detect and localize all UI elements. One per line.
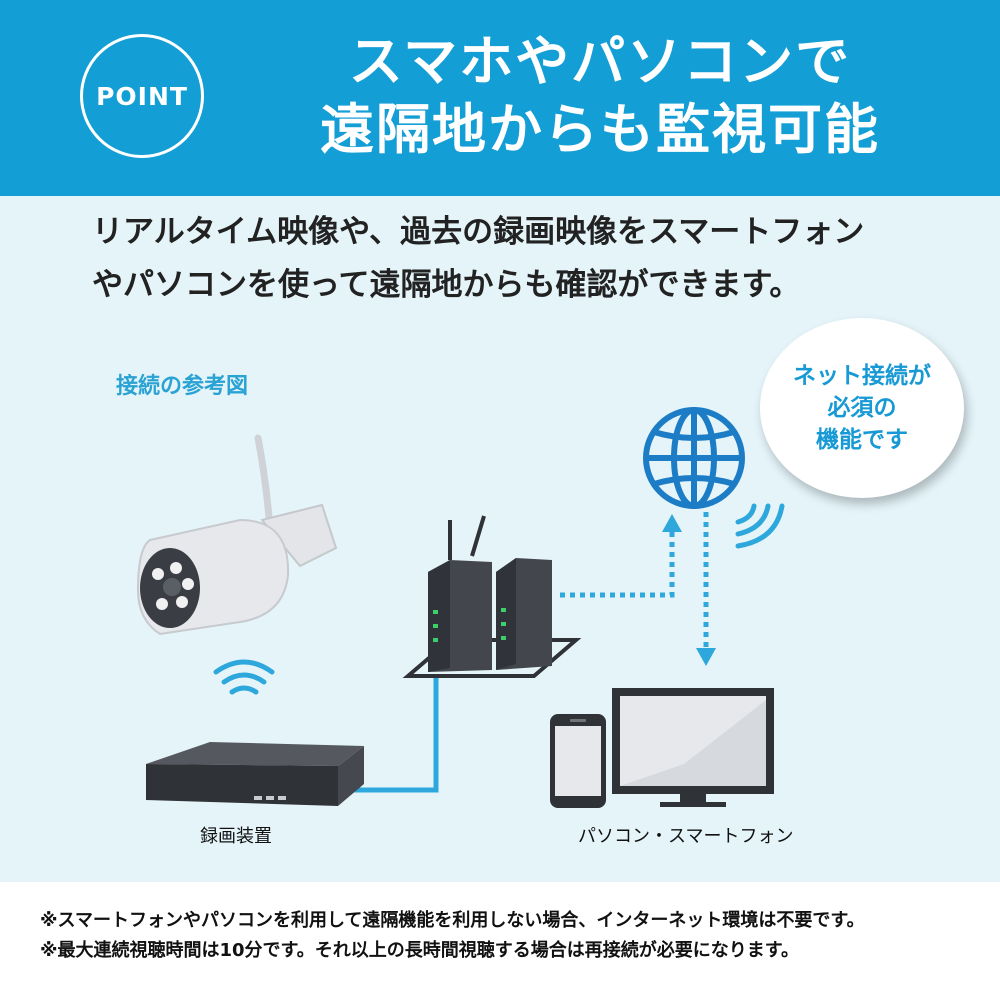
footnotes: ※スマートフォンやパソコンを利用して遠隔機能を利用しない場合、インターネット環境… bbox=[40, 906, 980, 966]
title-line-2: 遠隔地からも監視可能 bbox=[320, 98, 880, 161]
bubble-line-2: 必須の bbox=[827, 395, 897, 421]
page-title: スマホやパソコンで 遠隔地からも監視可能 bbox=[240, 28, 960, 164]
internet-required-bubble: ネット接続が 必須の 機能です bbox=[760, 318, 964, 498]
monitor-icon bbox=[612, 688, 774, 807]
router-icon bbox=[402, 515, 582, 678]
description: リアルタイム映像や、過去の録画映像をスマートフォン やパソコンを使って遠隔地から… bbox=[92, 206, 932, 312]
recorder-router-cable bbox=[340, 676, 439, 793]
title-line-1: スマホやパソコンで bbox=[348, 30, 852, 93]
recorder-caption: 録画装置 bbox=[200, 826, 272, 847]
point-badge: POINT bbox=[80, 34, 204, 158]
wifi-icon bbox=[213, 659, 275, 695]
diagram-label: 接続の参考図 bbox=[116, 374, 249, 399]
footnote-1: ※スマートフォンやパソコンを利用して遠隔機能を利用しない場合、インターネット環境… bbox=[40, 910, 865, 931]
footnote-2: ※最大連続視聴時間は10分です。それ以上の長時間視聴する場合は再接続が必要になり… bbox=[40, 940, 799, 961]
bubble-line-3: 機能です bbox=[816, 427, 908, 453]
bubble-line-1: ネット接続が bbox=[793, 363, 931, 389]
router-internet-link bbox=[560, 514, 682, 598]
camera-icon bbox=[136, 434, 338, 636]
recorder-icon bbox=[146, 742, 364, 806]
signal-icon bbox=[735, 503, 785, 549]
description-line-2: やパソコンを使って遠隔地からも確認ができます。 bbox=[92, 267, 801, 303]
description-line-1: リアルタイム映像や、過去の録画映像をスマートフォン bbox=[92, 214, 865, 250]
pc-caption: パソコン・スマートフォン bbox=[578, 826, 794, 847]
header-banner: POINT スマホやパソコンで 遠隔地からも監視可能 bbox=[0, 0, 1000, 196]
smartphone-icon bbox=[550, 714, 606, 808]
globe-icon bbox=[643, 407, 745, 509]
internet-pc-link bbox=[696, 512, 716, 666]
